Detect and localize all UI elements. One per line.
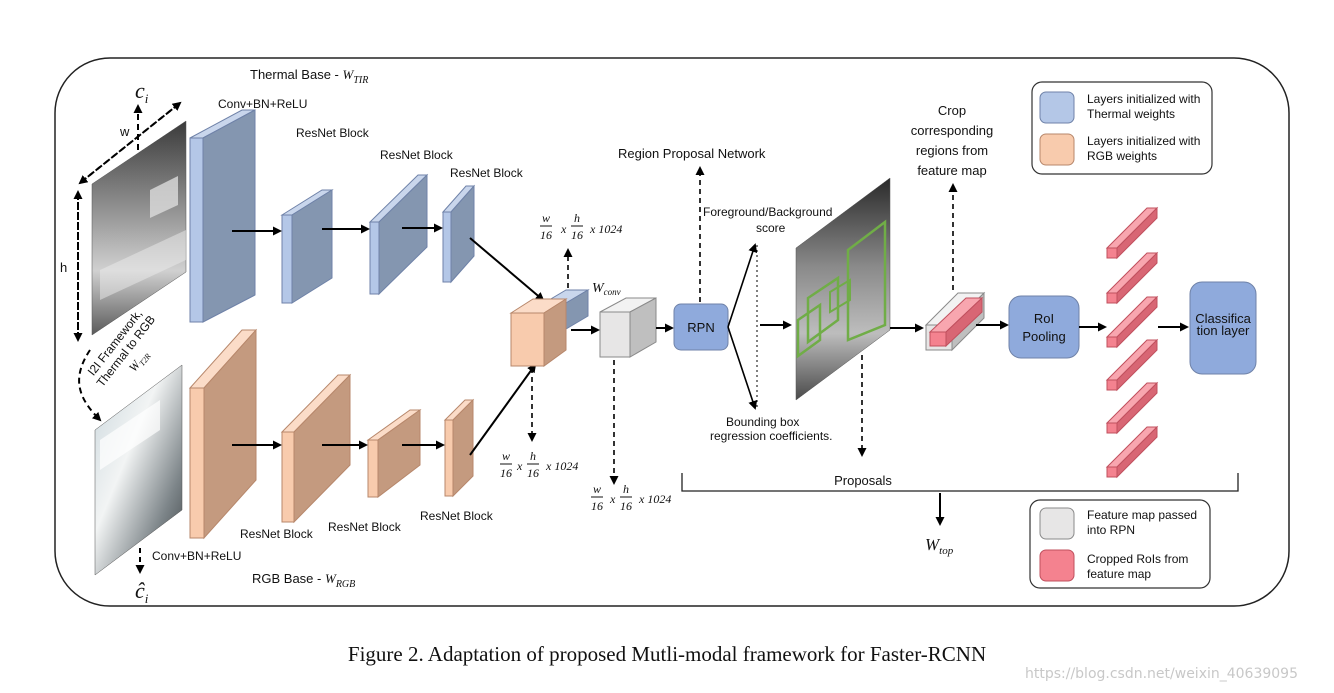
- svg-text:16: 16: [591, 499, 603, 513]
- rgb-conv-block: [188, 328, 258, 540]
- thermal-dim-label: w 16 x h 16 x 1024: [540, 211, 622, 242]
- thermal-resnet-block-2: [368, 173, 429, 296]
- crop-label: Crop corresponding regions from feature …: [911, 103, 993, 178]
- cropped-feature-map: [924, 291, 986, 352]
- pooled-rois: [1105, 206, 1159, 479]
- svg-text:Cropped RoIs from: Cropped RoIs from: [1087, 552, 1188, 566]
- rgb-resnet-block-2: [366, 409, 422, 499]
- legend-swatch-roi: [1039, 549, 1075, 582]
- rgb-base-title: RGB Base - WRGB: [252, 571, 355, 590]
- watermark: https://blog.csdn.net/weixin_40639095: [1024, 666, 1298, 682]
- rpn-label: RPN: [687, 320, 714, 335]
- svg-text:h: h: [623, 482, 629, 496]
- svg-text:x 1024: x 1024: [638, 492, 671, 506]
- legend-swatch-rgb: [1039, 133, 1075, 166]
- pooled-roi: [1105, 295, 1159, 349]
- svg-text:Layers initialized with: Layers initialized with: [1087, 134, 1200, 148]
- pooled-roi: [1105, 338, 1159, 392]
- wconv-label: Wconv: [592, 281, 621, 297]
- svg-text:regions from: regions from: [916, 143, 988, 158]
- legend-swatch-thermal: [1039, 91, 1075, 124]
- conv-dim-label: w 16 x h 16 x 1024: [591, 482, 671, 513]
- svg-text:16: 16: [500, 466, 512, 480]
- roi-pooling-label-1: RoI: [1034, 311, 1054, 326]
- svg-text:16: 16: [571, 228, 583, 242]
- roi-pooling-box: [1008, 295, 1080, 359]
- svg-text:x 1024: x 1024: [545, 459, 578, 473]
- svg-text:Feature map passed: Feature map passed: [1087, 508, 1197, 522]
- wtop-label: Wtop: [925, 535, 954, 557]
- classification-layer-box: [1189, 281, 1257, 375]
- i2i-arrow: [78, 349, 102, 422]
- thermal-block-label-0: Conv+BN+ReLU: [218, 97, 307, 111]
- bbox-label-1: Bounding box: [726, 415, 799, 429]
- thermal-input-image: [91, 120, 187, 336]
- rpn-branch-lines: [727, 243, 792, 410]
- pooled-roi: [1105, 206, 1159, 260]
- legend-weights: Layers initialized with Thermal weights …: [1031, 81, 1213, 175]
- svg-text:Crop: Crop: [938, 103, 966, 118]
- thermal-block-label-1: ResNet Block: [296, 126, 370, 140]
- thermal-base-title: Thermal Base - WTIR: [250, 67, 368, 86]
- svg-text:feature map: feature map: [917, 163, 986, 178]
- width-label: w: [119, 124, 130, 139]
- rgb-dim-label: w 16 x h 16 x 1024: [500, 449, 578, 480]
- thermal-resnet-block-3: [441, 184, 476, 284]
- branch-arrows: [232, 223, 545, 456]
- svg-text:16: 16: [527, 466, 539, 480]
- ci-label: ci: [135, 78, 149, 106]
- pooled-roi: [1105, 381, 1159, 435]
- svg-text:into RPN: into RPN: [1087, 523, 1135, 537]
- rgb-resnet-block-1: [280, 373, 352, 524]
- svg-text:x: x: [560, 222, 567, 236]
- rgb-block-label-0: Conv+BN+ReLU: [152, 549, 241, 563]
- svg-text:Layers initialized with: Layers initialized with: [1087, 92, 1200, 106]
- legend-maps: Feature map passed into RPN Cropped RoIs…: [1029, 499, 1211, 589]
- proposals-label: Proposals: [834, 473, 892, 488]
- svg-text:w: w: [593, 482, 601, 496]
- svg-text:RGB weights: RGB weights: [1087, 149, 1157, 163]
- rgb-block-label-2: ResNet Block: [328, 520, 402, 534]
- rgb-resnet-block-3: [443, 398, 475, 498]
- classification-label-1: Classifica: [1195, 311, 1251, 326]
- svg-text:x: x: [516, 459, 523, 473]
- region-proposal-network-label: Region Proposal Network: [618, 146, 766, 161]
- svg-text:x: x: [609, 492, 616, 506]
- svg-text:16: 16: [620, 499, 632, 513]
- thermal-conv-block: [189, 109, 256, 323]
- roi-pooling-label-2: Pooling: [1022, 329, 1065, 344]
- conv-feature-cube: [599, 297, 657, 358]
- rgb-feature-cube: [509, 298, 568, 367]
- svg-text:h: h: [530, 449, 536, 463]
- thermal-block-label-3: ResNet Block: [450, 166, 524, 180]
- fg-bg-label-1: Foreground/Background: [703, 205, 832, 219]
- height-label: h: [60, 260, 67, 275]
- thermal-block-label-2: ResNet Block: [380, 148, 454, 162]
- bbox-label-2: regression coefficients.: [710, 429, 833, 443]
- svg-text:w: w: [502, 449, 510, 463]
- svg-text:feature map: feature map: [1087, 567, 1151, 581]
- svg-text:x 1024: x 1024: [589, 222, 622, 236]
- classification-label-2: tion layer: [1197, 323, 1250, 338]
- rgb-block-label-1: ResNet Block: [240, 527, 314, 541]
- thermal-resnet-block-1: [280, 189, 334, 304]
- figure-caption: Figure 2. Adaptation of proposed Mutli-m…: [347, 642, 987, 666]
- svg-text:h: h: [574, 211, 580, 225]
- ci-hat-label: ĉi: [135, 578, 149, 606]
- svg-text:w: w: [542, 211, 550, 225]
- svg-text:corresponding: corresponding: [911, 123, 993, 138]
- fg-bg-label-2: score: [756, 221, 786, 235]
- outer-frame: [54, 57, 1290, 607]
- pooled-roi: [1105, 425, 1159, 479]
- rgb-block-label-3: ResNet Block: [420, 509, 494, 523]
- rgb-input-image: [94, 364, 183, 576]
- svg-text:Thermal weights: Thermal weights: [1087, 107, 1175, 121]
- pooled-roi: [1105, 251, 1159, 305]
- proposal-image: [795, 177, 891, 401]
- proposals-bracket: [681, 473, 1239, 492]
- svg-text:16: 16: [540, 228, 552, 242]
- width-arrow-back: [78, 102, 181, 185]
- legend-swatch-feature: [1039, 507, 1075, 540]
